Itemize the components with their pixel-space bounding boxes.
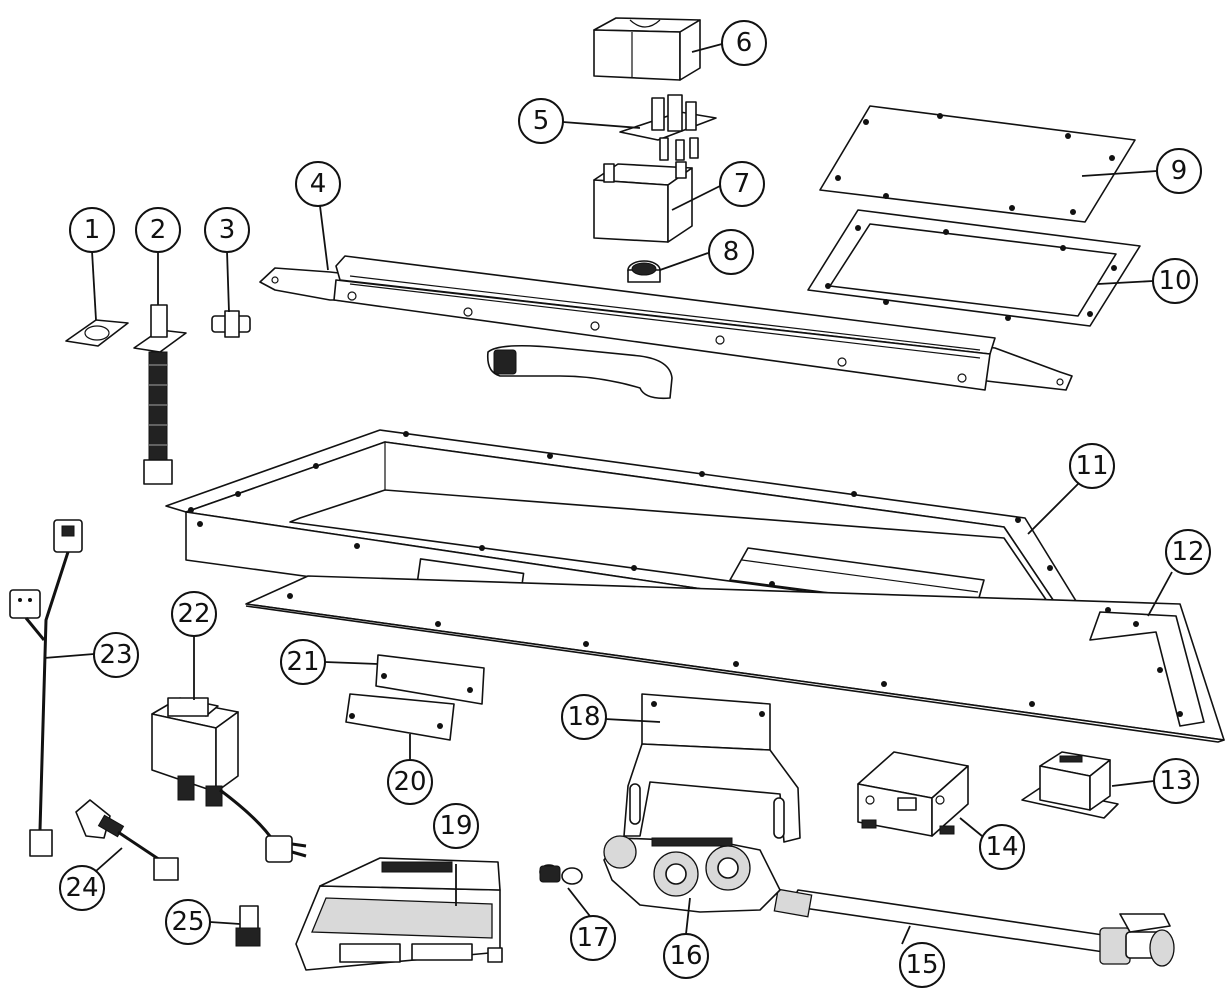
callout-23-label: 23 [99, 640, 132, 670]
callout-10-label: 10 [1158, 266, 1191, 296]
part-12-pan-gasket [245, 575, 1225, 743]
callout-13-label: 13 [1159, 766, 1192, 796]
callout-18-label: 18 [567, 702, 600, 732]
callout-25-label: 25 [171, 907, 204, 937]
callout-6: 6 [721, 20, 767, 66]
callout-11-label: 11 [1075, 451, 1108, 481]
callout-16-label: 16 [669, 941, 702, 971]
part-10-gasket-frame [807, 209, 1141, 327]
part-23-y-cable [9, 519, 83, 857]
callout-10: 10 [1152, 258, 1198, 304]
part-4-burner [259, 255, 1073, 400]
callout-14-label: 14 [985, 832, 1018, 862]
callout-16: 16 [663, 933, 709, 979]
part-18-valve-bracket [623, 693, 801, 843]
part-15-gas-hose [773, 888, 1175, 967]
part-8-air-shutter [627, 260, 661, 283]
callout-22-label: 22 [177, 599, 210, 629]
callout-2-label: 2 [150, 215, 167, 245]
callout-5: 5 [518, 98, 564, 144]
part-16-gas-valve [603, 835, 781, 913]
part-13-receiver [1021, 751, 1119, 819]
part-14-control-module [857, 751, 969, 837]
leader-lines [43, 43, 1173, 945]
callout-2: 2 [135, 207, 181, 253]
callout-7: 7 [719, 161, 765, 207]
part-19-battery-pack [295, 857, 503, 971]
callout-6-label: 6 [736, 28, 753, 58]
callout-21: 21 [280, 639, 326, 685]
callout-20-label: 20 [393, 767, 426, 797]
callout-17-label: 17 [576, 923, 609, 953]
callout-1: 1 [69, 207, 115, 253]
callout-23: 23 [93, 632, 139, 678]
callout-9-label: 9 [1171, 156, 1188, 186]
callout-25: 25 [165, 899, 211, 945]
part-7-pilot-bracket [593, 161, 693, 243]
callout-1-label: 1 [84, 215, 101, 245]
part-6-pilot-hood [593, 17, 701, 81]
callout-9: 9 [1156, 148, 1202, 194]
callout-22: 22 [171, 591, 217, 637]
part-2-flex-connector [133, 304, 187, 485]
callout-20: 20 [387, 759, 433, 805]
part-22-transformer [151, 697, 307, 863]
part-3-fitting [211, 310, 251, 338]
part-24-power-cord [75, 799, 179, 881]
callout-19-label: 19 [439, 811, 472, 841]
callout-14: 14 [979, 824, 1025, 870]
callout-3-label: 3 [219, 215, 236, 245]
part-21-cover-plate [375, 654, 485, 705]
callout-8: 8 [708, 229, 754, 275]
callout-11: 11 [1069, 443, 1115, 489]
callout-15-label: 15 [905, 950, 938, 980]
callout-5-label: 5 [533, 106, 550, 136]
callout-18: 18 [561, 694, 607, 740]
callout-13: 13 [1153, 758, 1199, 804]
part-9-cover-plate [819, 105, 1136, 223]
callout-4: 4 [295, 161, 341, 207]
callout-24-label: 24 [65, 873, 98, 903]
callout-21-label: 21 [286, 647, 319, 677]
callout-12: 12 [1165, 529, 1211, 575]
part-20-cover-plate [345, 693, 455, 741]
callout-4-label: 4 [310, 169, 327, 199]
callout-19: 19 [433, 803, 479, 849]
callout-24: 24 [59, 865, 105, 911]
callout-8-label: 8 [723, 237, 740, 267]
callout-12-label: 12 [1171, 537, 1204, 567]
callout-17: 17 [570, 915, 616, 961]
part-25-clip [235, 905, 261, 947]
callout-15: 15 [899, 942, 945, 988]
part-17-orifice [539, 864, 583, 885]
callout-3: 3 [204, 207, 250, 253]
part-5-pilot-assembly [619, 94, 717, 161]
part-1-flange-plate [65, 319, 129, 347]
callout-7-label: 7 [734, 169, 751, 199]
